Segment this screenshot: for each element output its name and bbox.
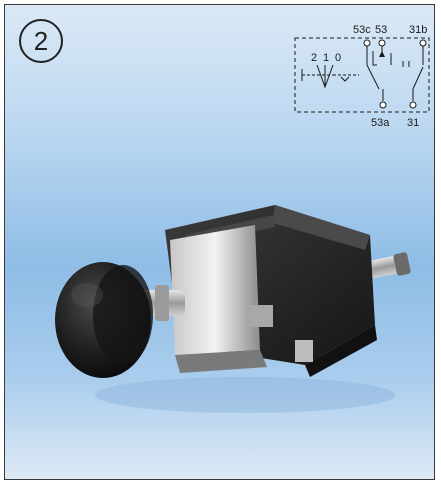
terminal-53a-node	[379, 101, 387, 109]
terminal-53: 53	[375, 24, 387, 36]
terminal-53a: 53a	[371, 117, 390, 129]
terminal-53c: 53c	[353, 24, 371, 36]
position-1: 1	[323, 52, 329, 64]
switch-photo	[55, 205, 411, 413]
metal-bracket	[170, 225, 313, 373]
figure-number-badge: 2	[19, 19, 63, 63]
knob	[55, 262, 153, 378]
position-0: 0	[335, 52, 341, 64]
terminal-31-node	[409, 101, 417, 109]
terminal-31: 31	[407, 117, 419, 129]
figure-number: 2	[33, 25, 49, 56]
connector-pin	[369, 252, 411, 279]
terminal-53c-node	[363, 39, 371, 47]
schematic-outline	[294, 37, 430, 113]
position-2: 2	[311, 52, 317, 64]
terminal-53-node	[378, 39, 386, 47]
terminal-31b: 31b	[409, 24, 427, 36]
figure-frame: 2 53c 53 31b 2 1 0	[4, 4, 435, 480]
terminal-31b-node	[419, 39, 427, 47]
shadow	[95, 377, 395, 413]
circuit-schematic: 53c 53 31b 2 1 0	[294, 24, 430, 129]
